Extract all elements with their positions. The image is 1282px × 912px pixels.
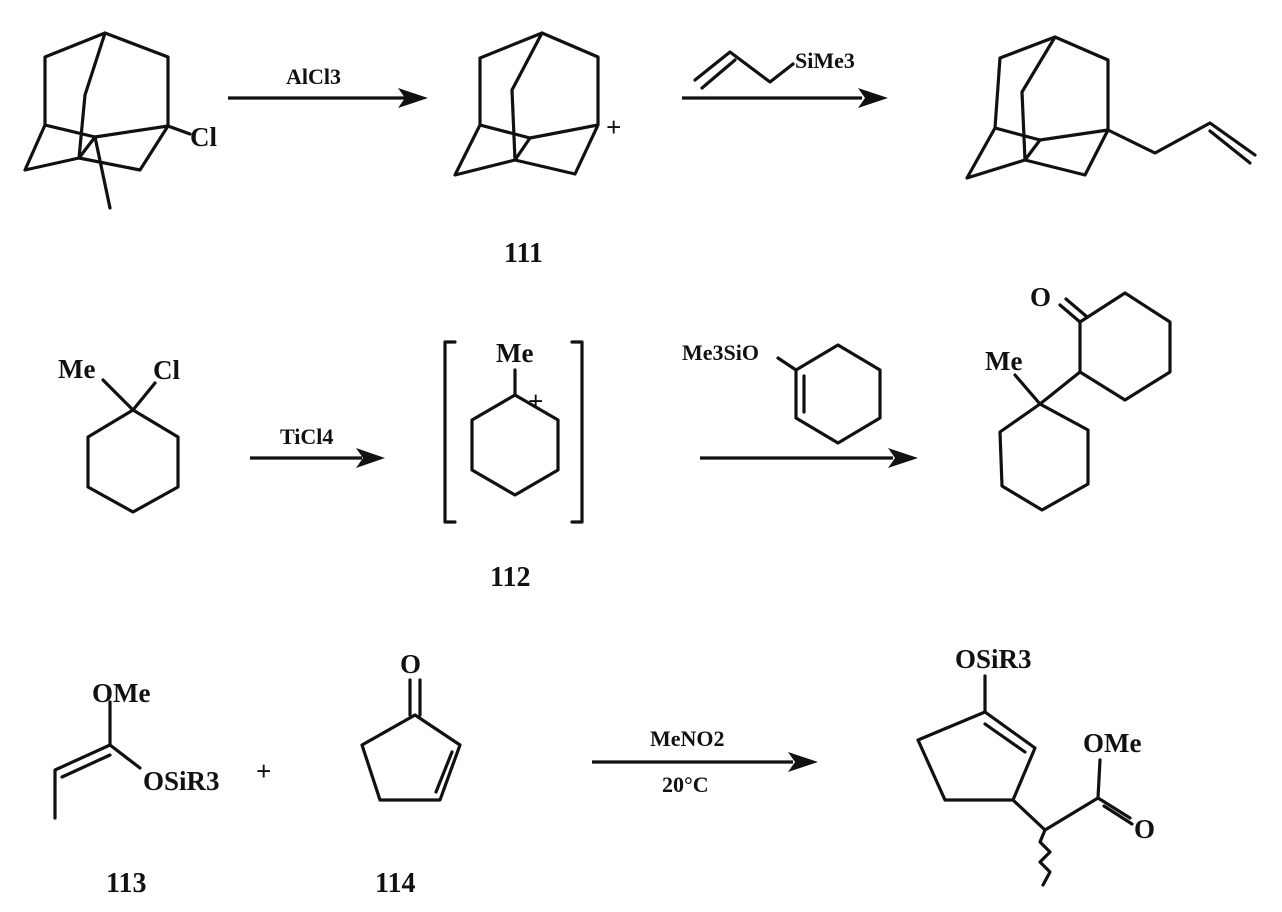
compound-label-114: 114 — [375, 868, 415, 899]
allylsilane-reagent: SiMe3 — [693, 48, 855, 90]
allylsilane-group: SiMe3 — [795, 48, 855, 73]
carbonyl-oxygen: O — [1030, 282, 1051, 312]
compound-label-112: 112 — [490, 562, 530, 593]
arrow-allylation — [682, 88, 888, 108]
arrow-ticl4: TiCl4 — [250, 424, 385, 468]
chlorine-label: Cl — [190, 122, 217, 152]
reagent-nitromethane: MeNO2 — [650, 726, 725, 751]
methylcyclohexyl-chloride: Me Cl — [58, 354, 180, 514]
allyl-adamantane-product — [965, 35, 1257, 180]
silyloxy-group: Me3SiO — [682, 340, 759, 365]
plus-sign: + — [256, 756, 271, 786]
arrow-menitro: MeNO2 20°C — [592, 726, 818, 797]
methoxy-label-113: OMe — [92, 678, 150, 708]
silyl-ketene-acetal-113: OMe OSiR3 113 — [53, 678, 220, 899]
cyclopentenone-114: O 114 — [360, 649, 462, 899]
methyl-label-reactant: Me — [58, 354, 95, 384]
cation-charge-112: + — [528, 386, 543, 416]
silyloxy-label-product: OSiR3 — [955, 644, 1032, 674]
methyl-label-cation: Me — [496, 338, 533, 368]
arrow-alcl3: AlCl3 — [228, 64, 428, 108]
methyl-label-product: Me — [985, 346, 1022, 376]
alkylated-cyclohexanone-product: O Me — [985, 282, 1172, 512]
michael-adduct-product: OSiR3 OMe O — [916, 644, 1155, 887]
methylcyclohexyl-cation-112: Me + 112 — [443, 338, 584, 593]
enone-oxygen: O — [400, 649, 421, 679]
cation-charge: + — [606, 112, 621, 142]
adamantyl-cation-111: + 111 — [453, 31, 621, 269]
methoxy-label-product: OMe — [1083, 728, 1141, 758]
arrow-mukaiyama — [700, 448, 918, 468]
ester-carbonyl-oxygen: O — [1134, 814, 1155, 844]
reagent-alcl3: AlCl3 — [286, 64, 341, 89]
reagent-ticl4: TiCl4 — [280, 424, 333, 449]
compound-label-113: 113 — [106, 868, 146, 899]
silyloxy-label-113: OSiR3 — [143, 766, 220, 796]
chlorine-label-reactant: Cl — [153, 355, 180, 385]
silyl-enol-ether-reagent: Me3SiO — [682, 340, 882, 445]
adamantyl-chloride: Cl — [23, 31, 217, 210]
reaction-temperature: 20°C — [662, 772, 709, 797]
compound-label-111: 111 — [504, 238, 543, 269]
